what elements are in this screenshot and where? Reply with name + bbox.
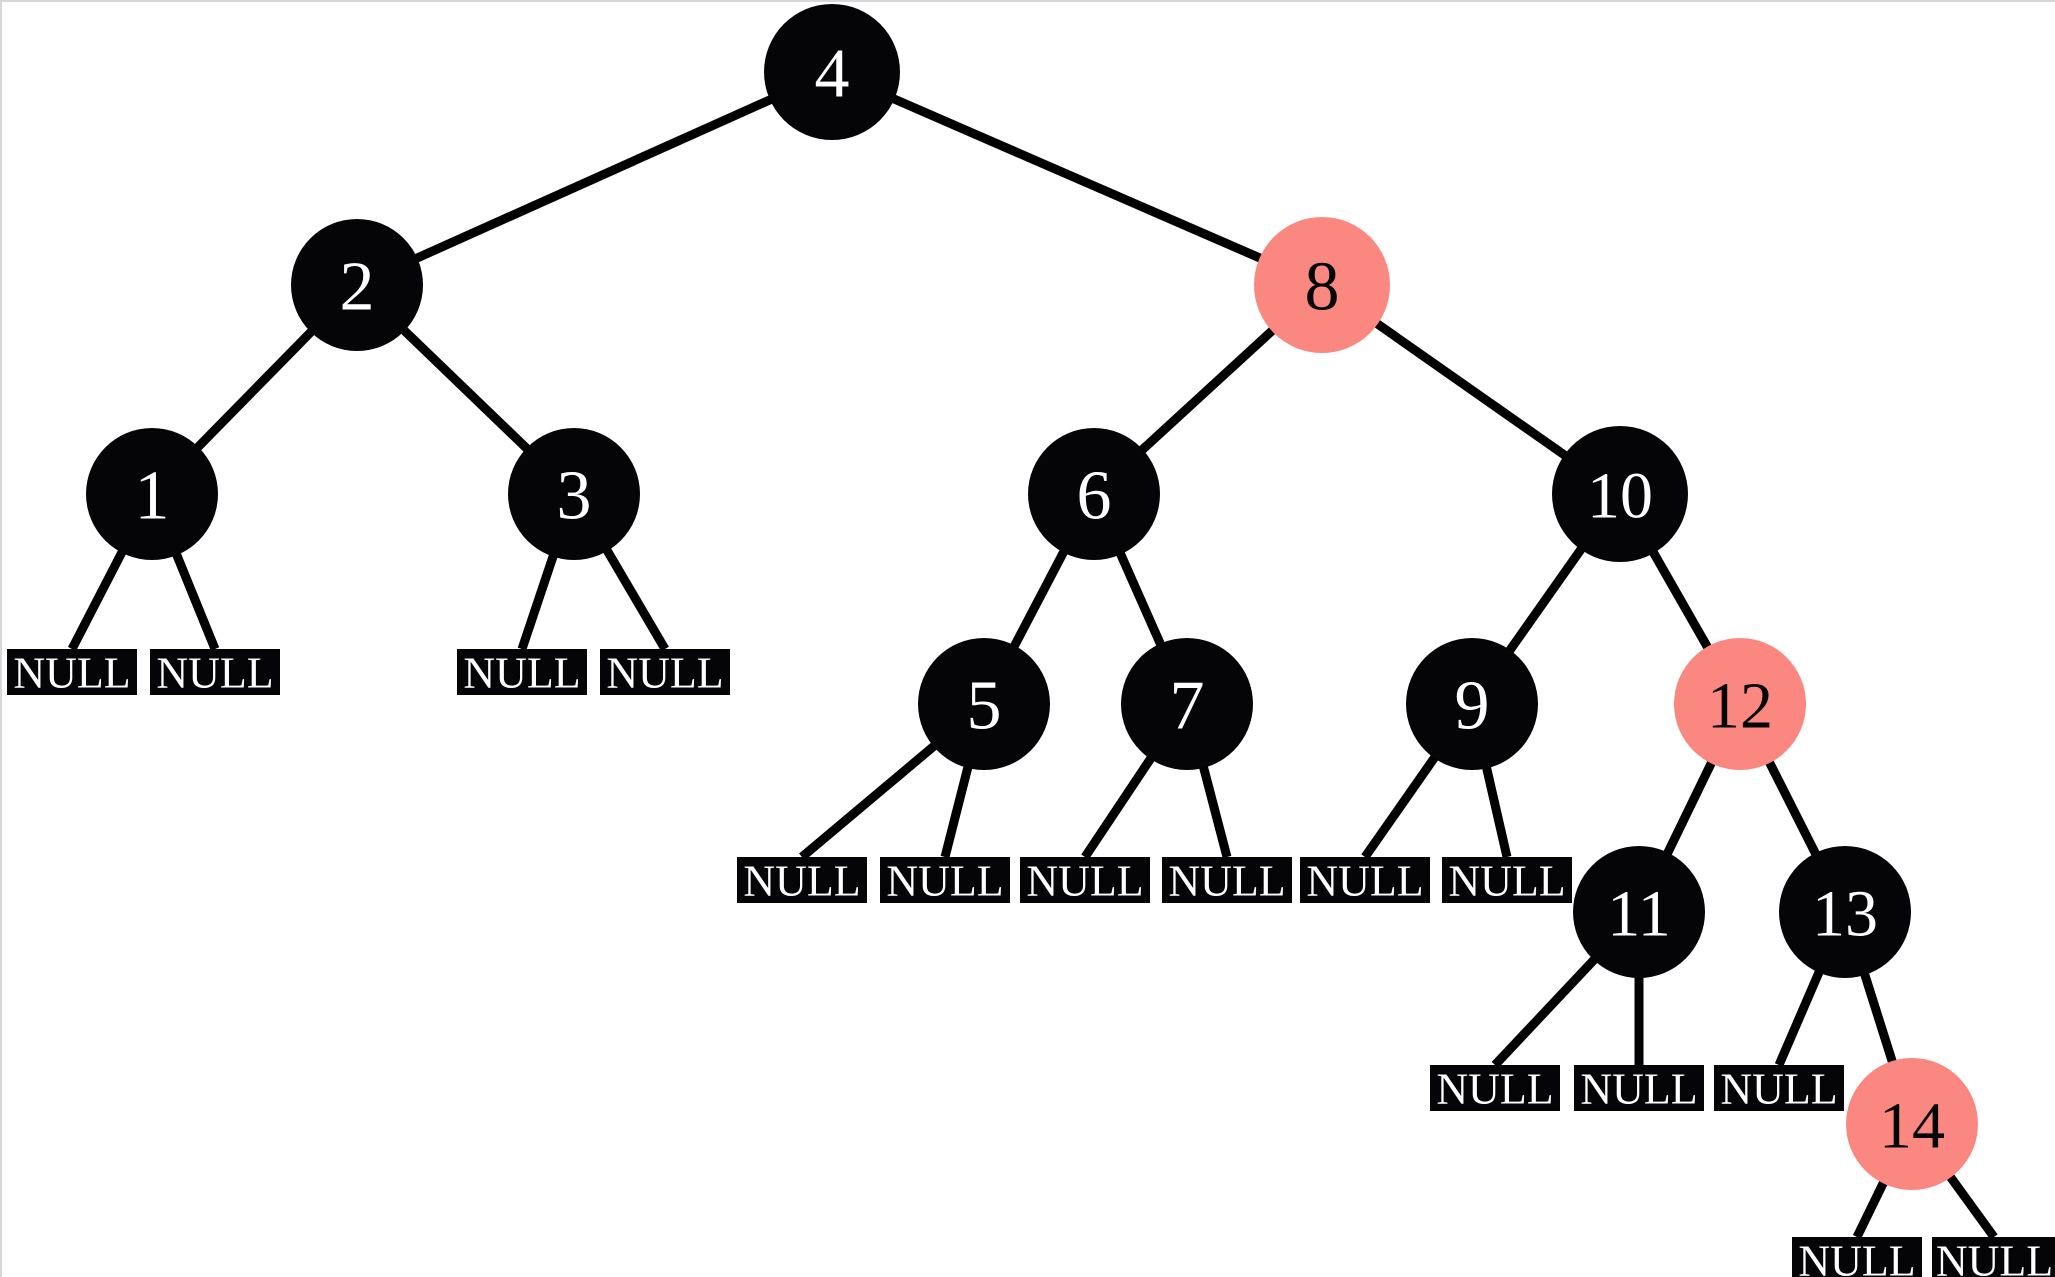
tree-node-6[interactable]: 6 bbox=[1028, 428, 1160, 560]
null-label: NULL bbox=[1936, 1237, 2053, 1277]
null-box bbox=[880, 857, 1010, 903]
tree-edge bbox=[355, 67, 834, 290]
null-box bbox=[1792, 1237, 1922, 1277]
node-circle[interactable] bbox=[291, 219, 423, 351]
null-box bbox=[737, 857, 867, 903]
tree-node-4[interactable]: 4 bbox=[764, 4, 900, 140]
node-value: 5 bbox=[967, 668, 1002, 745]
null-leaf: NULL bbox=[1792, 1237, 1922, 1277]
null-leaf: NULL bbox=[1714, 1065, 1844, 1114]
node-value: 10 bbox=[1587, 460, 1653, 533]
null-leaf: NULL bbox=[1574, 1065, 1704, 1114]
null-leaf: NULL bbox=[150, 649, 280, 698]
node-circle[interactable] bbox=[1121, 638, 1253, 770]
tree-node-12[interactable]: 12 bbox=[1674, 638, 1806, 770]
tree-node-2[interactable]: 2 bbox=[291, 219, 423, 351]
node-value: 3 bbox=[557, 458, 592, 535]
null-box bbox=[1442, 857, 1572, 903]
null-label: NULL bbox=[1026, 857, 1143, 906]
node-value: 12 bbox=[1707, 670, 1773, 743]
node-circle[interactable] bbox=[1028, 428, 1160, 560]
null-label: NULL bbox=[886, 857, 1003, 906]
null-leaf: NULL bbox=[1300, 857, 1430, 906]
null-box bbox=[1714, 1065, 1844, 1111]
node-value: 7 bbox=[1170, 668, 1205, 745]
null-label: NULL bbox=[606, 649, 723, 698]
null-box bbox=[1574, 1065, 1704, 1111]
null-box bbox=[1430, 1065, 1560, 1111]
null-label: NULL bbox=[1580, 1065, 1697, 1114]
null-leaf: NULL bbox=[880, 857, 1010, 906]
tree-node-13[interactable]: 13 bbox=[1779, 846, 1911, 978]
null-label: NULL bbox=[1306, 857, 1423, 906]
null-label: NULL bbox=[1720, 1065, 1837, 1114]
null-box bbox=[1300, 857, 1430, 903]
tree-node-5[interactable]: 5 bbox=[918, 638, 1050, 770]
node-value: 8 bbox=[1305, 249, 1340, 326]
tree-node-10[interactable]: 10 bbox=[1552, 426, 1688, 562]
null-boxes-layer: NULL NULL NULL NULL NULL NULL NULL NULL NULL NULL… bbox=[7, 649, 2055, 1277]
node-circle[interactable] bbox=[1552, 426, 1688, 562]
null-leaf: NULL bbox=[737, 857, 867, 906]
node-value: 1 bbox=[135, 458, 170, 535]
tree-edge bbox=[830, 67, 1324, 290]
null-label: NULL bbox=[1436, 1065, 1553, 1114]
null-box bbox=[1162, 857, 1292, 903]
null-box bbox=[150, 649, 280, 695]
null-box bbox=[600, 649, 730, 695]
node-circle[interactable] bbox=[1573, 846, 1705, 978]
null-label: NULL bbox=[1798, 1237, 1915, 1277]
null-box bbox=[1020, 857, 1150, 903]
node-value: 6 bbox=[1077, 458, 1112, 535]
null-leaf: NULL bbox=[1442, 857, 1572, 906]
null-label: NULL bbox=[743, 857, 860, 906]
null-box bbox=[7, 649, 137, 695]
null-leaf: NULL bbox=[1162, 857, 1292, 906]
node-circle[interactable] bbox=[918, 638, 1050, 770]
tree-node-1[interactable]: 1 bbox=[86, 428, 218, 560]
null-label: NULL bbox=[1448, 857, 1565, 906]
node-circle[interactable] bbox=[1674, 638, 1806, 770]
node-circle[interactable] bbox=[1406, 638, 1538, 770]
node-circle[interactable] bbox=[764, 4, 900, 140]
null-box bbox=[1932, 1237, 2055, 1277]
tree-node-9[interactable]: 9 bbox=[1406, 638, 1538, 770]
tree-node-11[interactable]: 11 bbox=[1573, 846, 1705, 978]
node-value: 14 bbox=[1879, 1090, 1945, 1163]
null-leaf: NULL bbox=[7, 649, 137, 698]
node-circle[interactable] bbox=[1846, 1058, 1978, 1190]
node-circle[interactable] bbox=[1779, 846, 1911, 978]
node-value: 11 bbox=[1607, 878, 1671, 951]
tree-node-14[interactable]: 14 bbox=[1846, 1058, 1978, 1190]
null-leaf: NULL bbox=[457, 649, 587, 698]
tree-node-7[interactable]: 7 bbox=[1121, 638, 1253, 770]
node-value: 9 bbox=[1455, 668, 1490, 745]
node-value: 2 bbox=[340, 249, 375, 326]
node-value: 4 bbox=[815, 36, 850, 113]
null-leaf: NULL bbox=[1932, 1237, 2055, 1277]
null-leaf: NULL bbox=[1020, 857, 1150, 906]
node-value: 13 bbox=[1812, 878, 1878, 951]
null-label: NULL bbox=[1168, 857, 1285, 906]
node-circle[interactable] bbox=[86, 428, 218, 560]
null-leaf: NULL bbox=[1430, 1065, 1560, 1114]
node-circle[interactable] bbox=[1254, 217, 1390, 353]
tree-node-8[interactable]: 8 bbox=[1254, 217, 1390, 353]
tree-node-3[interactable]: 3 bbox=[508, 428, 640, 560]
null-label: NULL bbox=[156, 649, 273, 698]
null-label: NULL bbox=[463, 649, 580, 698]
node-circle[interactable] bbox=[508, 428, 640, 560]
null-leaf: NULL bbox=[600, 649, 730, 698]
null-label: NULL bbox=[13, 649, 130, 698]
null-box bbox=[457, 649, 587, 695]
